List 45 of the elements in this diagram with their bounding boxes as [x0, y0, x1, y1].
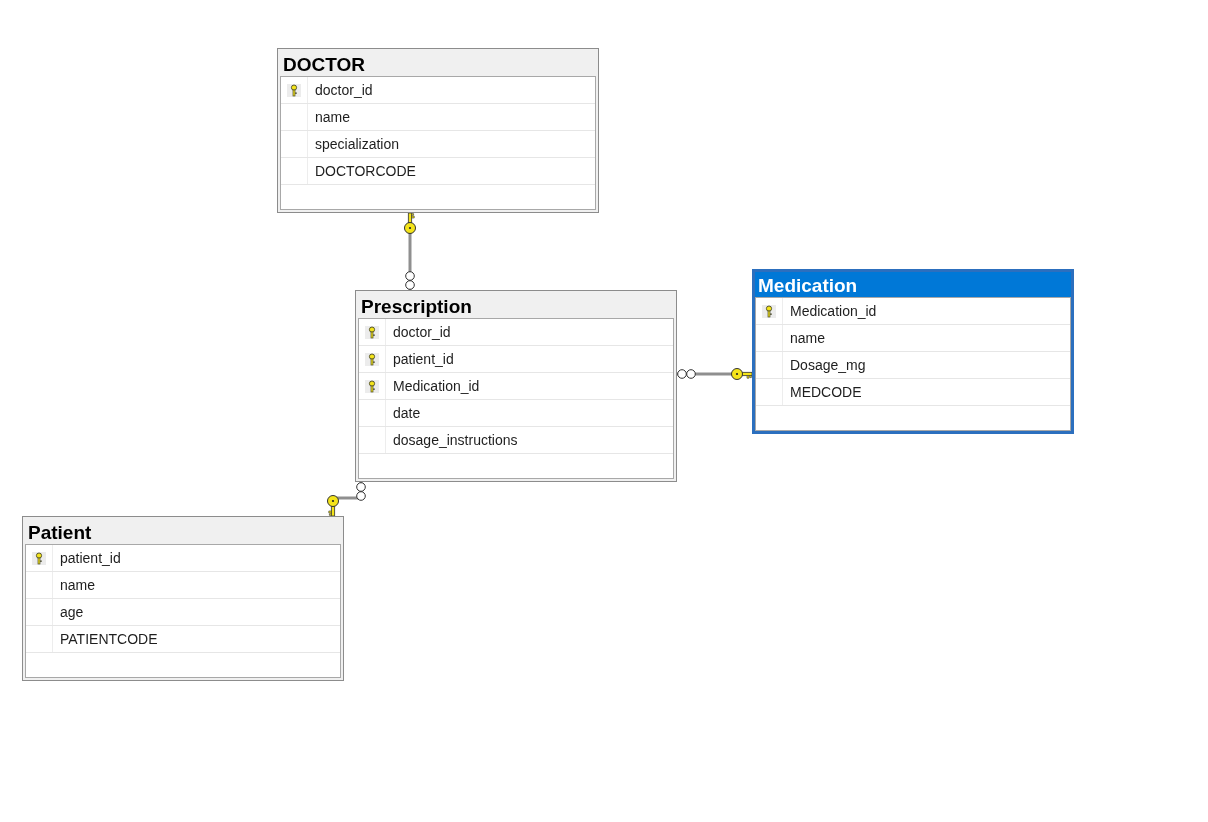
relationship-line: [677, 368, 753, 380]
table-row: [756, 298, 1070, 325]
table-row: [359, 427, 673, 454]
column-name: patient_id: [393, 350, 454, 368]
column-name: MEDCODE: [790, 383, 862, 401]
table-row: [756, 379, 1070, 406]
column-name: name: [315, 108, 351, 126]
table-row: [281, 158, 595, 185]
column-name: name: [60, 576, 96, 594]
column-name: patient_id: [60, 549, 121, 567]
table-row: [359, 400, 673, 427]
table-title: Medication: [758, 275, 858, 297]
table-row: [359, 319, 673, 346]
column-name: dosage_instructions: [393, 431, 518, 449]
column-name: DOCTORCODE: [315, 162, 416, 180]
column-name: Medication_id: [393, 377, 480, 395]
table-row: [26, 599, 340, 626]
entity-table: [277, 48, 599, 213]
column-name: Dosage_mg: [790, 356, 866, 374]
table-row: [281, 77, 595, 104]
table-row: [359, 346, 673, 373]
column-name: doctor_id: [315, 81, 373, 99]
entity-table: [752, 269, 1074, 434]
table-row: [26, 626, 340, 653]
relationship-line: [404, 212, 416, 290]
entity-table: [355, 290, 677, 482]
entity-table: [22, 516, 344, 681]
column-name: name: [790, 329, 826, 347]
table-row: [281, 104, 595, 131]
column-name: doctor_id: [393, 323, 451, 341]
table-title: Prescription: [361, 296, 472, 318]
table-row: [359, 373, 673, 400]
column-name: Medication_id: [790, 302, 877, 320]
table-row: [756, 352, 1070, 379]
table-row: [281, 131, 595, 158]
column-name: specialization: [315, 135, 400, 153]
table-title: DOCTOR: [283, 54, 365, 76]
column-name: age: [60, 603, 84, 621]
table-row: [756, 325, 1070, 352]
table-row: [26, 572, 340, 599]
relationship-line: [327, 482, 366, 517]
table-row: [26, 545, 340, 572]
column-name: date: [393, 404, 421, 422]
table-title: Patient: [28, 522, 92, 544]
column-name: PATIENTCODE: [60, 630, 158, 648]
